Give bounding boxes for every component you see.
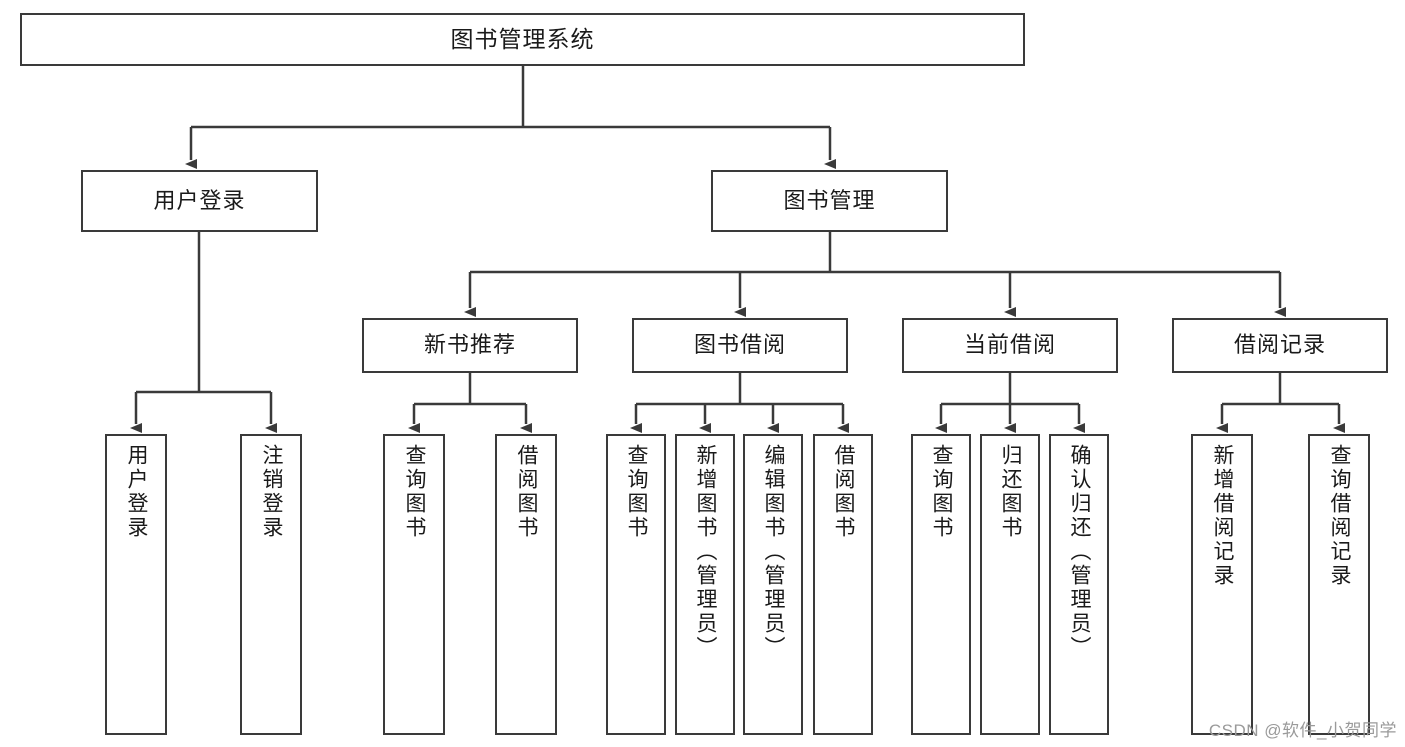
csdn-watermark: CSDN @软件_小贺同学 — [1208, 721, 1397, 740]
leaf-current-query-book[interactable]: 查询图书 — [911, 434, 971, 735]
leaf-current-return-book[interactable]: 归还图书 — [980, 434, 1040, 735]
node-new-book-recommend[interactable]: 新书推荐 — [362, 318, 578, 373]
leaf-newbook-query-book[interactable]: 查询图书 — [383, 434, 445, 735]
leaf-user-login-login[interactable]: 用户登录 — [105, 434, 167, 735]
node-user-login[interactable]: 用户登录 — [81, 170, 318, 232]
leaf-borrow-edit-book-admin[interactable]: 编辑图书（管理员） — [743, 434, 803, 735]
node-root-system[interactable]: 图书管理系统 — [20, 13, 1025, 66]
leaf-record-add-record[interactable]: 新增借阅记录 — [1191, 434, 1253, 735]
leaf-newbook-borrow-book[interactable]: 借阅图书 — [495, 434, 557, 735]
node-book-borrow[interactable]: 图书借阅 — [632, 318, 848, 373]
leaf-current-confirm-return-admin[interactable]: 确认归还（管理员） — [1049, 434, 1109, 735]
node-borrow-record[interactable]: 借阅记录 — [1172, 318, 1388, 373]
leaf-borrow-borrow-book[interactable]: 借阅图书 — [813, 434, 873, 735]
leaf-record-query-record[interactable]: 查询借阅记录 — [1308, 434, 1370, 735]
leaf-borrow-add-book-admin[interactable]: 新增图书（管理员） — [675, 434, 735, 735]
leaf-user-login-logout[interactable]: 注销登录 — [240, 434, 302, 735]
node-book-manage[interactable]: 图书管理 — [711, 170, 948, 232]
leaf-borrow-query-book[interactable]: 查询图书 — [606, 434, 666, 735]
node-current-borrow[interactable]: 当前借阅 — [902, 318, 1118, 373]
